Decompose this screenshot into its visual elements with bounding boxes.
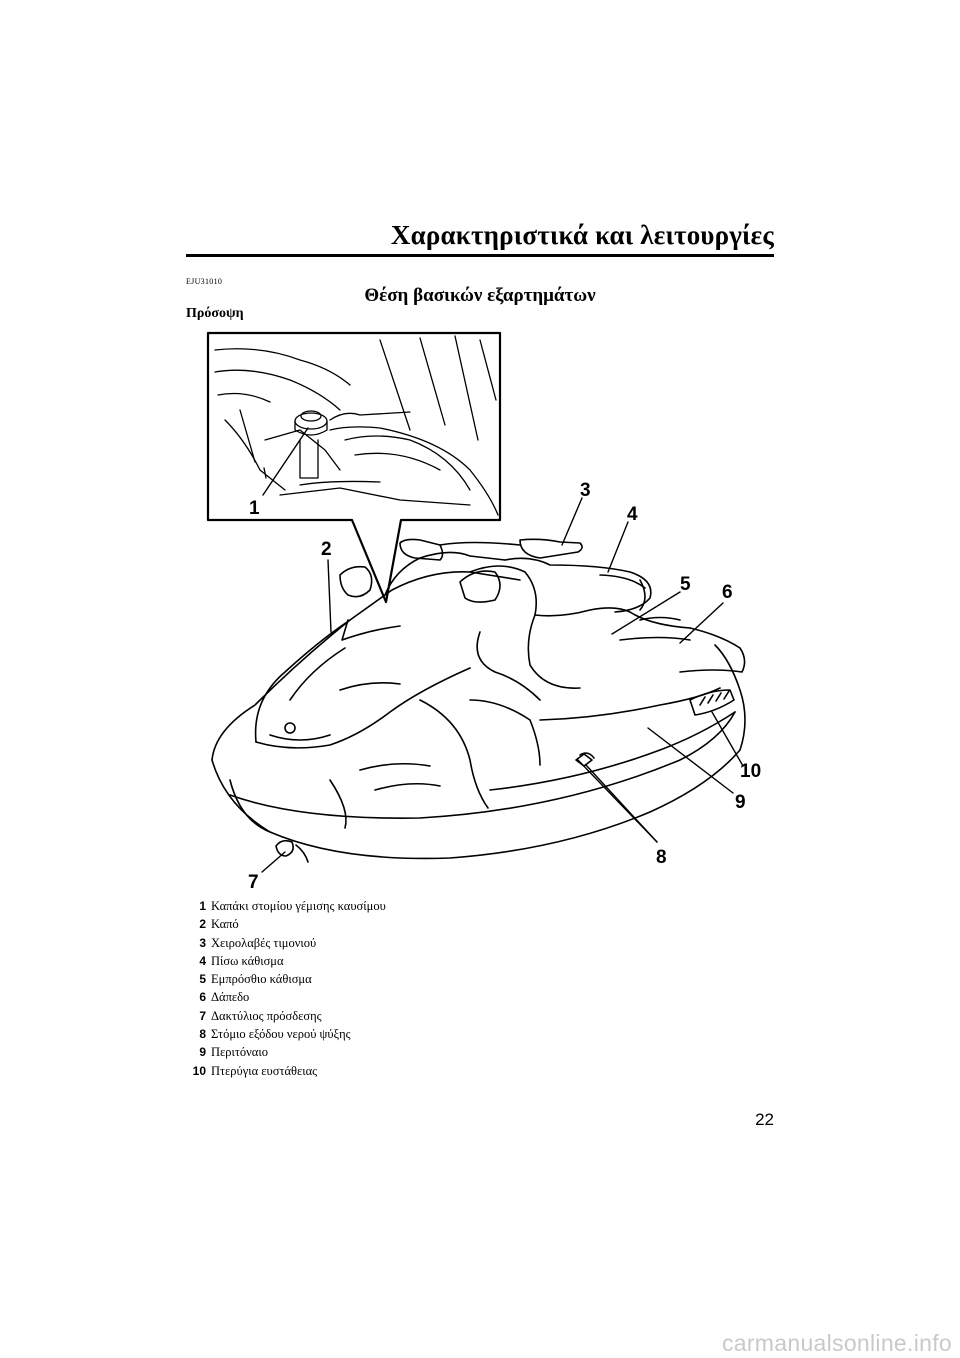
legend-label: Πτερύγια ευστάθειας [211,1064,317,1078]
legend-label: Καπάκι στομίου γέμισης καυσίμου [211,899,386,913]
legend-item: 7 Δακτύλιος πρόσδεσης [186,1007,386,1025]
callout-8: 8 [656,847,667,868]
callout-3: 3 [580,480,591,501]
legend-number: 1 [186,897,206,915]
watercraft-illustration: 1 2 3 4 5 6 7 8 9 10 [0,0,960,900]
callout-2: 2 [321,539,332,560]
legend-number: 9 [186,1043,206,1061]
legend-item: 8 Στόμιο εξόδου νερού ψύξης [186,1025,386,1043]
legend-item: 5 Εμπρόσθιο κάθισμα [186,970,386,988]
legend-number: 10 [186,1062,206,1080]
callout-4: 4 [627,504,638,525]
legend-item: 3 Χειρολαβές τιμονιού [186,934,386,952]
legend-item: 2 Καπό [186,915,386,933]
callout-1: 1 [249,498,260,519]
legend-label: Στόμιο εξόδου νερού ψύξης [211,1027,351,1041]
legend-item: 1 Καπάκι στομίου γέμισης καυσίμου [186,897,386,915]
legend-number: 5 [186,970,206,988]
legend-item: 10 Πτερύγια ευστάθειας [186,1062,386,1080]
legend-number: 8 [186,1025,206,1043]
watermark-link[interactable]: carmanualsonline.info [722,1330,952,1357]
callout-6: 6 [722,582,733,603]
legend-item: 6 Δάπεδο [186,988,386,1006]
watercraft-body [212,539,745,862]
leader-lines [262,428,743,872]
legend-label: Καπό [211,917,239,931]
legend-item: 4 Πίσω κάθισμα [186,952,386,970]
legend-label: Δάπεδο [211,990,249,1004]
legend-label: Εμπρόσθιο κάθισμα [211,972,312,986]
legend-label: Περιτόναιο [211,1045,268,1059]
legend-number: 6 [186,988,206,1006]
legend-number: 7 [186,1007,206,1025]
legend-item: 9 Περιτόναιο [186,1043,386,1061]
legend-number: 2 [186,915,206,933]
fuel-cap-detail [215,336,498,515]
inset-frame [208,333,500,602]
legend-number: 3 [186,934,206,952]
callout-10: 10 [740,761,761,782]
legend-label: Χειρολαβές τιμονιού [211,936,316,950]
callout-7: 7 [248,872,259,893]
callout-9: 9 [735,792,746,813]
page-number: 22 [755,1110,774,1130]
parts-legend: 1 Καπάκι στομίου γέμισης καυσίμου 2 Καπό 3… [186,897,386,1080]
legend-label: Δακτύλιος πρόσδεσης [211,1009,322,1023]
callout-5: 5 [680,574,691,595]
legend-label: Πίσω κάθισμα [211,954,284,968]
legend-number: 4 [186,952,206,970]
